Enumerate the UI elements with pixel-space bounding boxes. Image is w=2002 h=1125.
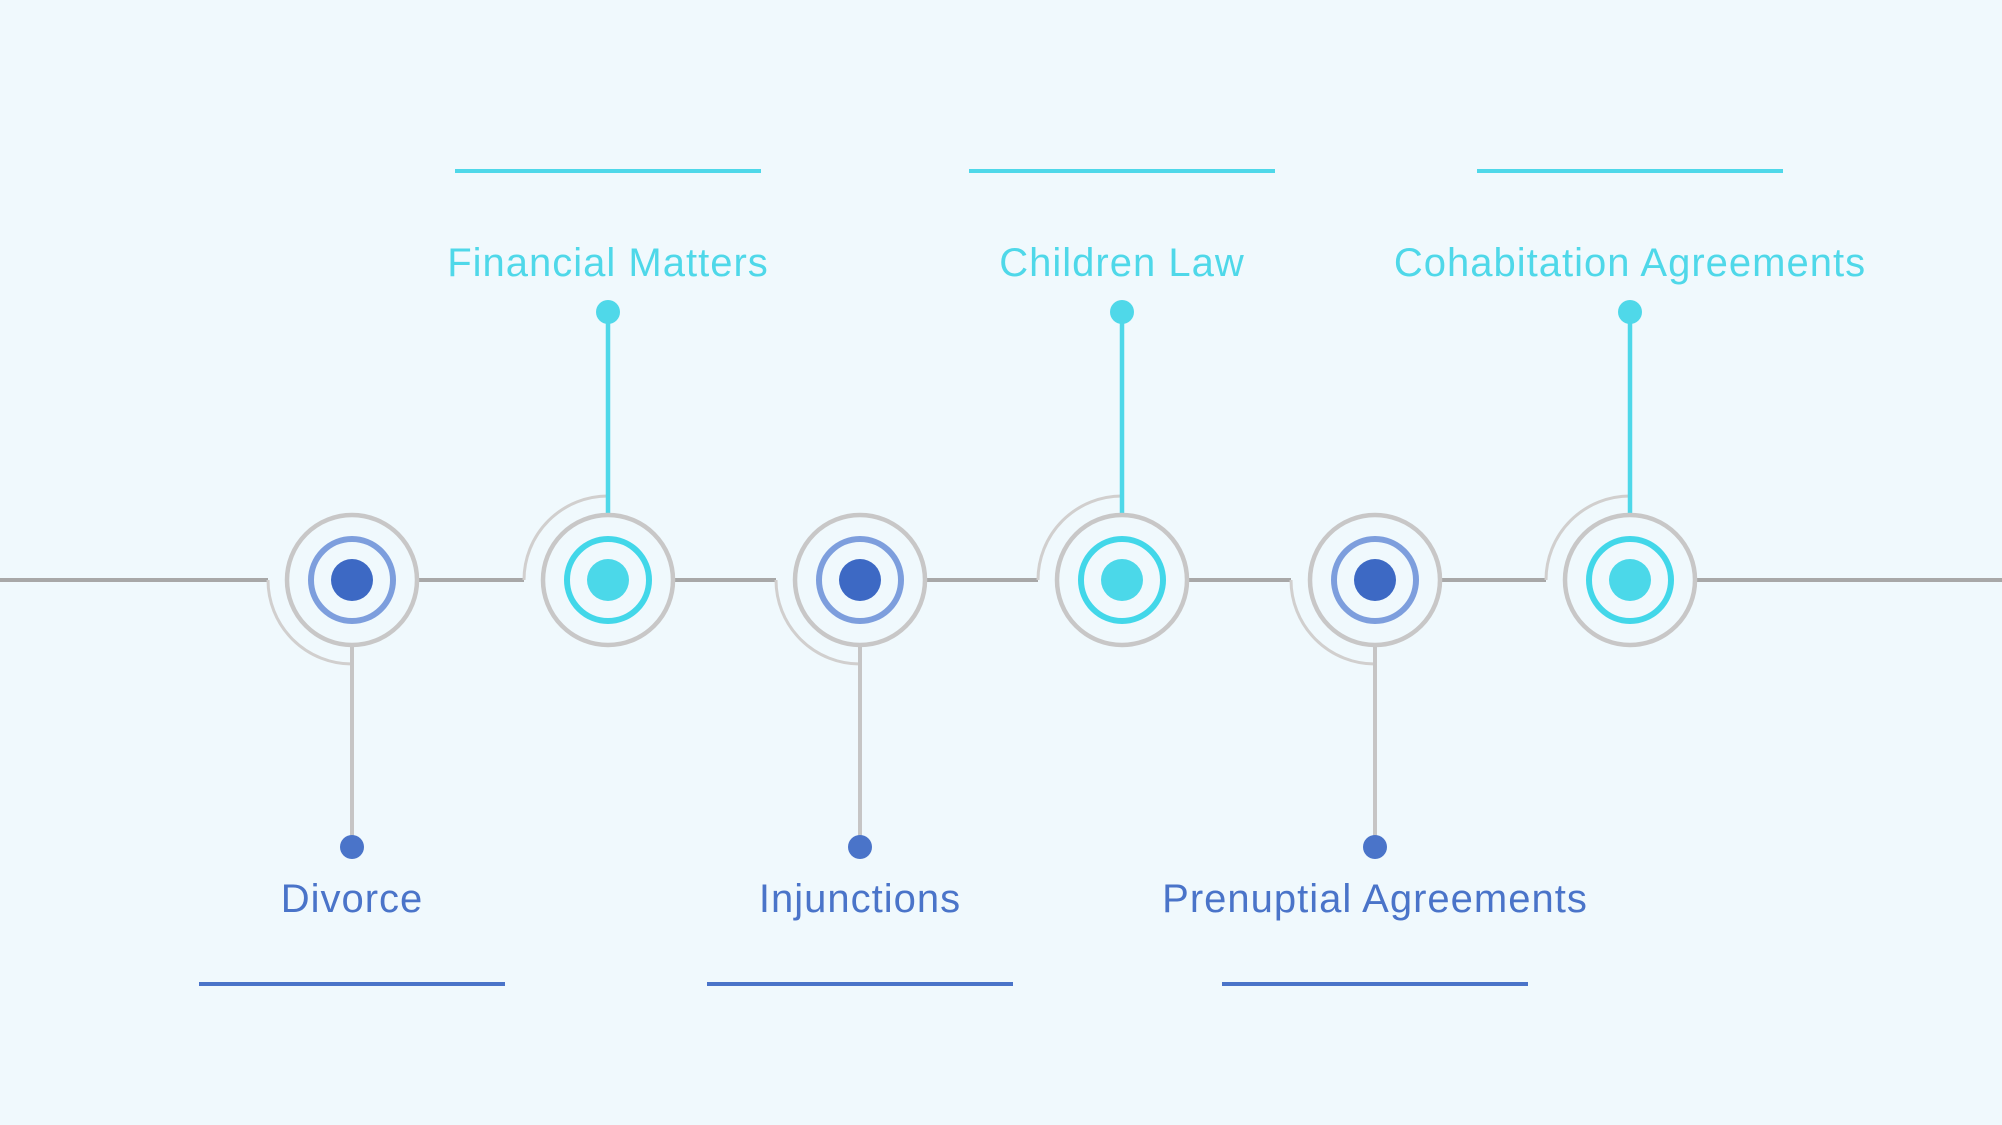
node-center-dot [331,559,373,601]
node-arc [774,579,861,666]
node-center-dot [587,559,629,601]
node-center-dot [1101,559,1143,601]
label-overline [969,169,1275,173]
node-center-dot [1609,559,1651,601]
label-underline [1222,982,1528,986]
node-label: Prenuptial Agreements [1162,877,1588,921]
node-label: Financial Matters [447,241,769,285]
node-cohabitation-agreements: Cohabitation Agreements [1394,169,1866,648]
node-label: Cohabitation Agreements [1394,241,1866,285]
node-ring [1331,536,1419,624]
label-overline [455,169,761,173]
node-ring [308,536,396,624]
connector-dot [1618,300,1642,324]
node-label: Injunctions [759,877,961,921]
node-arc [1544,494,1631,581]
label-overline [1477,169,1783,173]
node-arc [1036,494,1123,581]
node-arc [266,579,353,666]
node-arc [1289,579,1376,666]
connector-dot [340,835,364,859]
connector-dot [1363,835,1387,859]
node-divorce: Divorce [199,512,505,986]
node-ring [564,536,652,624]
node-injunctions: Injunctions [707,512,1013,986]
connector-dot [1110,300,1134,324]
label-underline [199,982,505,986]
node-center-dot [1354,559,1396,601]
connector-dot [848,835,872,859]
connector-dot [596,300,620,324]
node-label: Children Law [999,241,1244,285]
node-children-law: Children Law [969,169,1275,648]
node-prenuptial-agreements: Prenuptial Agreements [1162,512,1588,986]
node-ring [816,536,904,624]
label-underline [707,982,1013,986]
node-center-dot [839,559,881,601]
node-arc [522,494,609,581]
node-ring [1078,536,1166,624]
node-ring [1586,536,1674,624]
node-label: Divorce [281,877,424,921]
node-financial-matters: Financial Matters [447,169,769,648]
